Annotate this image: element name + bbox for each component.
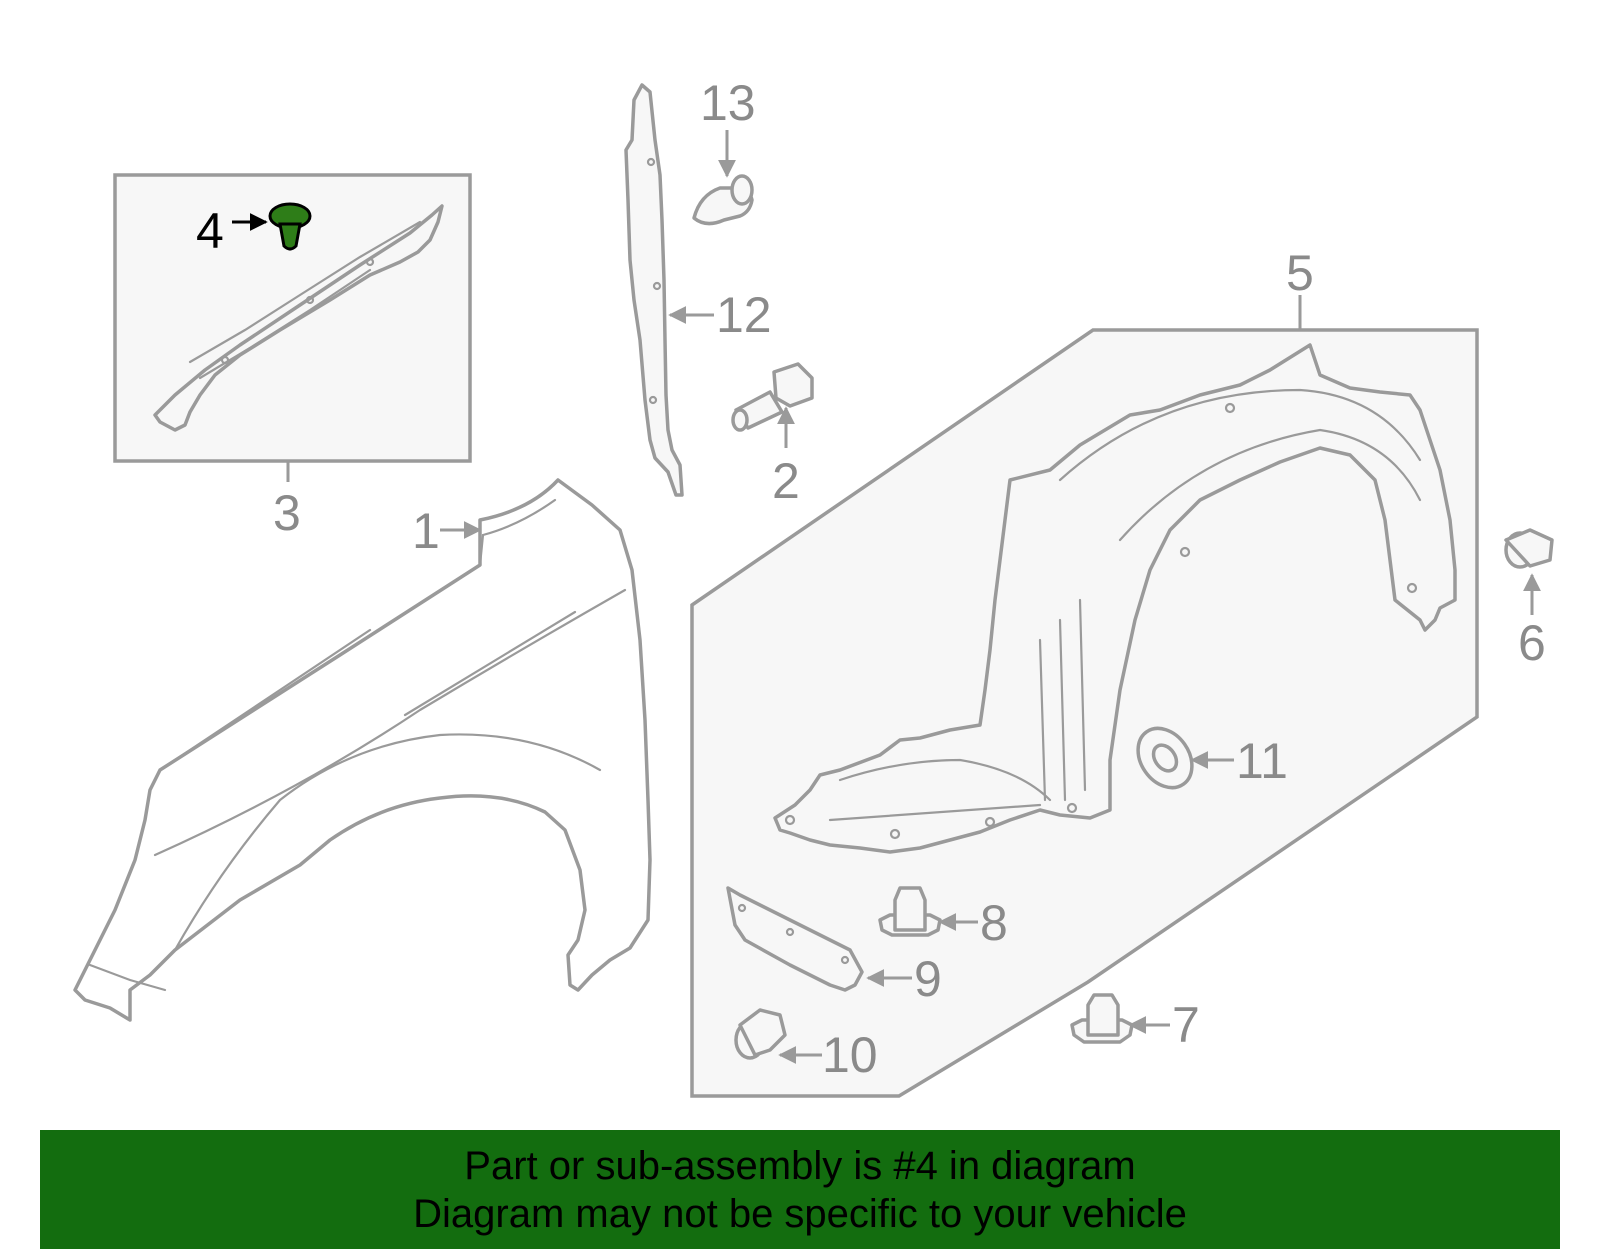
callout-8: 8 <box>980 895 1008 951</box>
callout-12: 12 <box>716 287 772 343</box>
part-13-push-clip <box>692 130 754 226</box>
callout-9: 9 <box>914 951 942 1007</box>
banner-line-2: Diagram may not be specific to your vehi… <box>413 1192 1187 1236</box>
part-8-nut <box>878 886 978 937</box>
callout-5: 5 <box>1286 245 1314 301</box>
callout-3: 3 <box>273 485 301 541</box>
callout-7: 7 <box>1172 997 1200 1053</box>
part-6-clip <box>1504 528 1554 615</box>
part-9-plate <box>726 886 912 992</box>
callout-1: 1 <box>412 503 440 559</box>
callout-13: 13 <box>700 75 756 131</box>
part-1-fender <box>73 478 652 1022</box>
part-11-grommet <box>1136 726 1234 790</box>
callout-4: 4 <box>196 203 224 259</box>
part-4-clip-highlighted[interactable] <box>232 202 312 251</box>
banner-line-1: Part or sub-assembly is #4 in diagram <box>464 1144 1136 1188</box>
callout-6: 6 <box>1518 615 1546 671</box>
part-12-seal-strip <box>624 83 714 497</box>
part-10-clip <box>734 1008 822 1064</box>
part-5-fender-liner <box>773 343 1457 854</box>
part-2-bolt <box>731 362 814 448</box>
info-banner: Part or sub-assembly is #4 in diagram Di… <box>40 1130 1560 1249</box>
callout-2: 2 <box>772 453 800 509</box>
callout-11: 11 <box>1236 733 1288 789</box>
part-7-nut <box>1070 993 1170 1044</box>
callout-10: 10 <box>822 1027 878 1083</box>
part-3-bracket <box>153 204 444 432</box>
